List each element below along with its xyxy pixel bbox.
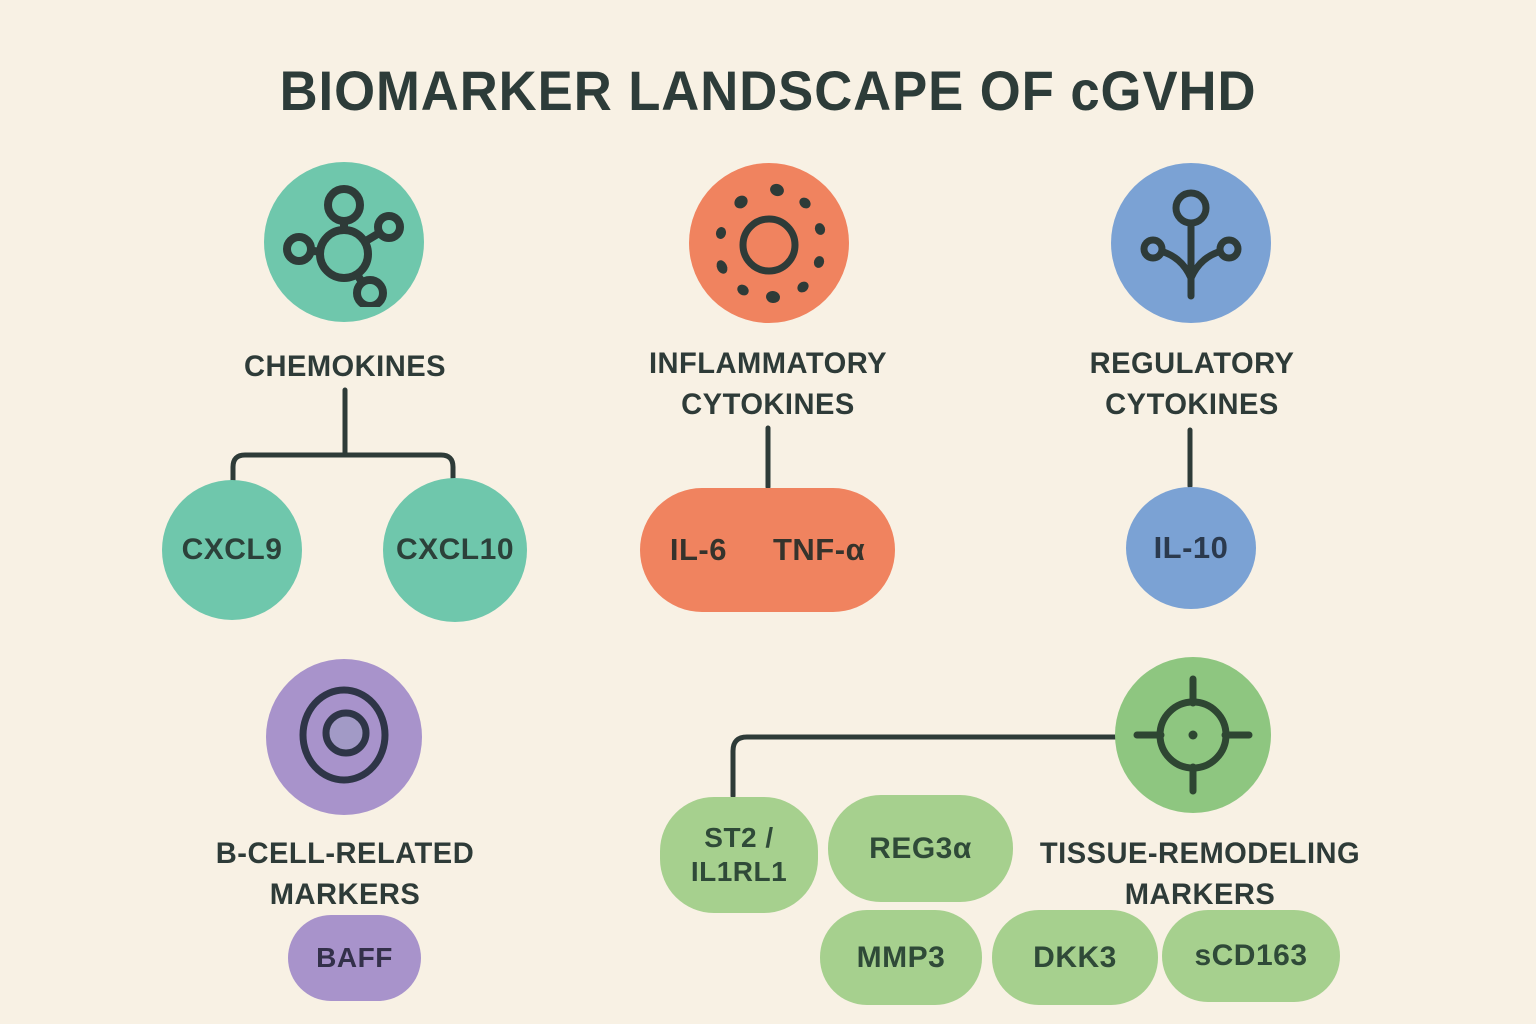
page-title: BIOMARKER LANDSCAPE OF cGVHD bbox=[279, 59, 1257, 122]
marker-node-reg3a: REG3α bbox=[828, 795, 1013, 902]
regulatory-label: REGULATORY CYTOKINES bbox=[1022, 343, 1362, 425]
inflammatory-label-line2: CYTOKINES bbox=[681, 388, 855, 421]
marker-il6: IL-6 bbox=[669, 532, 727, 567]
marker-node-il10: IL-10 bbox=[1126, 487, 1256, 609]
marker-node-st2-il1rl1: ST2 / IL1RL1 bbox=[660, 797, 818, 913]
marker-node-mmp3: MMP3 bbox=[820, 910, 982, 1005]
target-icon bbox=[1133, 675, 1253, 795]
b-cell-icon bbox=[299, 686, 389, 784]
tissue-label-line2: MARKERS bbox=[1124, 878, 1276, 911]
inflammatory-label: INFLAMMATORY CYTOKINES bbox=[598, 343, 938, 425]
marker-st2-line2: IL1RL1 bbox=[690, 856, 788, 887]
marker-node-cxcl9: CXCL9 bbox=[162, 480, 302, 620]
cell-releasing-particles-icon bbox=[715, 183, 826, 304]
molecule-icon bbox=[283, 185, 404, 307]
tissue-badge bbox=[1115, 657, 1271, 813]
bcell-label: B-CELL-RELATED MARKERS bbox=[175, 833, 515, 915]
marker-node-scd163: sCD163 bbox=[1162, 910, 1340, 1002]
regulatory-badge bbox=[1111, 163, 1271, 323]
inflammatory-badge bbox=[689, 163, 849, 323]
receptor-sprout-icon bbox=[1140, 189, 1242, 300]
regulatory-label-line1: REGULATORY bbox=[1089, 347, 1295, 380]
tissue-label-line1: TISSUE-REMODELING bbox=[1039, 837, 1361, 870]
bcell-label-line2: MARKERS bbox=[269, 878, 421, 911]
regulatory-label-line2: CYTOKINES bbox=[1105, 388, 1279, 421]
bcell-badge bbox=[266, 659, 422, 815]
marker-tnfa: TNF-α bbox=[772, 532, 866, 567]
chemokines-label: CHEMOKINES bbox=[243, 350, 447, 383]
marker-node-il6-tnfa: IL-6 TNF-α bbox=[640, 488, 895, 612]
marker-node-cxcl10: CXCL10 bbox=[383, 478, 527, 622]
tissue-label: TISSUE-REMODELING MARKERS bbox=[1016, 833, 1385, 915]
marker-st2-line1: ST2 / bbox=[704, 822, 774, 853]
chemokines-badge bbox=[264, 162, 424, 322]
inflammatory-label-line1: INFLAMMATORY bbox=[648, 347, 888, 380]
bcell-label-line1: B-CELL-RELATED bbox=[215, 837, 475, 870]
marker-node-baff: BAFF bbox=[288, 915, 421, 1001]
marker-node-dkk3: DKK3 bbox=[992, 910, 1158, 1005]
